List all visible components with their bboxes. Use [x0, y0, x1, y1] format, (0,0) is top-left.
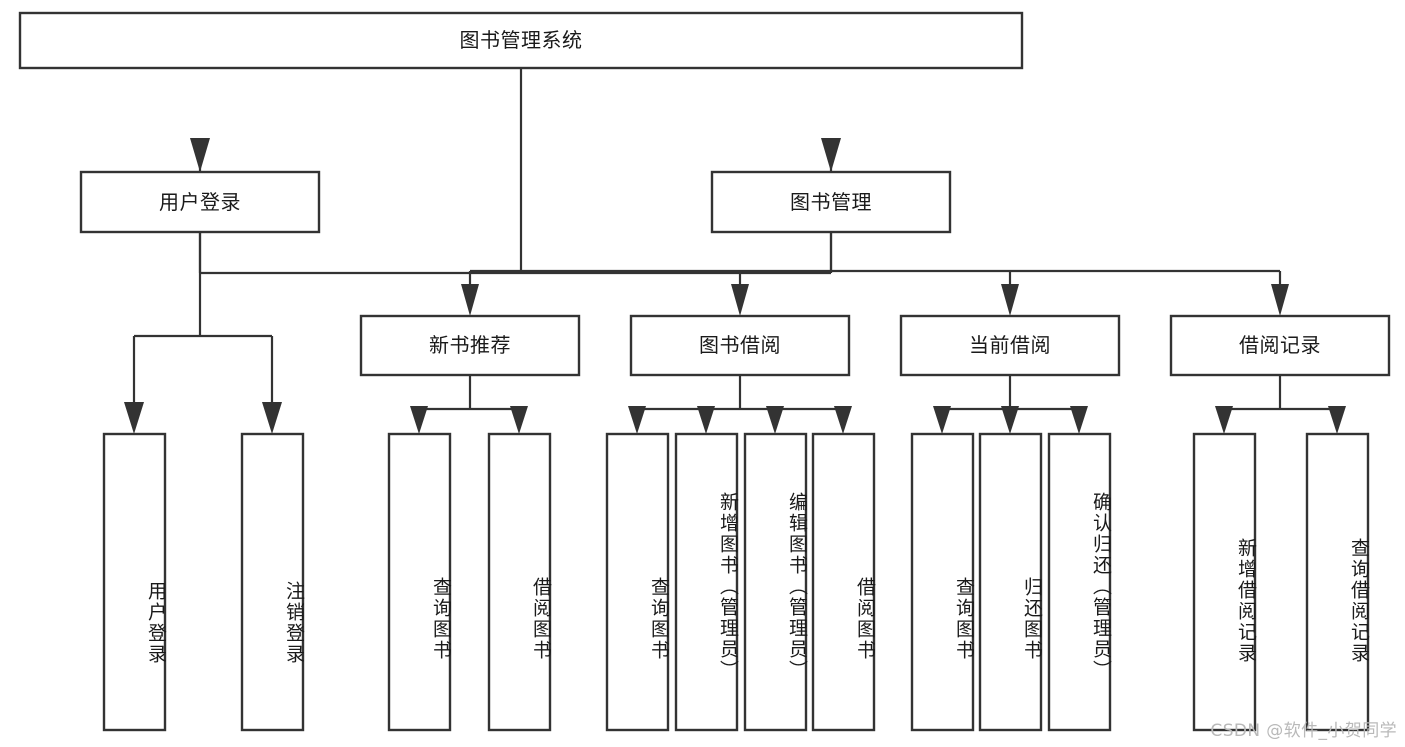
arrowhead-current-borrow-leaf-3 [1070, 406, 1088, 434]
arrowhead-book-mgmt-child-4 [1271, 284, 1289, 316]
arrowhead-current-borrow-leaf-1 [933, 406, 951, 434]
node-box-leaf-cb-query-book[interactable] [910, 432, 975, 732]
arrowhead-current-borrow-leaf-2 [1001, 406, 1019, 434]
arrowhead-book-mgmt-child-3 [1001, 284, 1019, 316]
arrowhead-borrow-record-leaf-1 [1215, 406, 1233, 434]
arrowhead-book-borrow-leaf-1 [628, 406, 646, 434]
node-box-leaf-nbr-borrow-book[interactable] [487, 432, 552, 732]
arrowhead-user-login-leaf-2 [262, 402, 282, 434]
node-box-leaf-cb-confirm-return[interactable] [1047, 432, 1112, 732]
watermark-text: CSDN @软件_小贺同学 [1210, 721, 1397, 741]
arrowhead-book-mgmt-child-2 [731, 284, 749, 316]
node-box-borrow-record[interactable] [1169, 314, 1391, 377]
arrowhead-book-borrow-leaf-4 [834, 406, 852, 434]
arrowhead-book-mgmt-child-1 [461, 284, 479, 316]
node-box-leaf-bb-add-book[interactable] [674, 432, 739, 732]
node-box-leaf-bb-query-book[interactable] [605, 432, 670, 732]
arrowhead-user-login-leaf-1 [124, 402, 144, 434]
node-box-current-borrow[interactable] [899, 314, 1121, 377]
node-box-new-book-recommend[interactable] [359, 314, 581, 377]
node-box-leaf-br-add-record[interactable] [1192, 432, 1257, 732]
node-box-leaf-nbr-query-book[interactable] [387, 432, 452, 732]
node-box-leaf-bb-borrow-book[interactable] [811, 432, 876, 732]
node-box-leaf-user-logout[interactable] [240, 432, 305, 732]
arrowhead-new-book-leaf-2 [510, 406, 528, 434]
node-box-leaf-cb-return-book[interactable] [978, 432, 1043, 732]
node-box-leaf-bb-edit-book[interactable] [743, 432, 808, 732]
arrowhead-new-book-leaf-1 [410, 406, 428, 434]
arrowhead-book-borrow-leaf-3 [766, 406, 784, 434]
arrowhead-borrow-record-leaf-2 [1328, 406, 1346, 434]
arrowhead-root-to-user-login [190, 138, 210, 172]
node-box-root[interactable] [18, 11, 1024, 70]
node-box-leaf-user-login[interactable] [102, 432, 167, 732]
node-box-user-login[interactable] [79, 170, 321, 234]
node-box-book-borrow[interactable] [629, 314, 851, 377]
node-box-book-management[interactable] [710, 170, 952, 234]
node-box-leaf-br-query-record[interactable] [1305, 432, 1370, 732]
arrowhead-root-to-book-mgmt [821, 138, 841, 172]
arrowhead-book-borrow-leaf-2 [697, 406, 715, 434]
